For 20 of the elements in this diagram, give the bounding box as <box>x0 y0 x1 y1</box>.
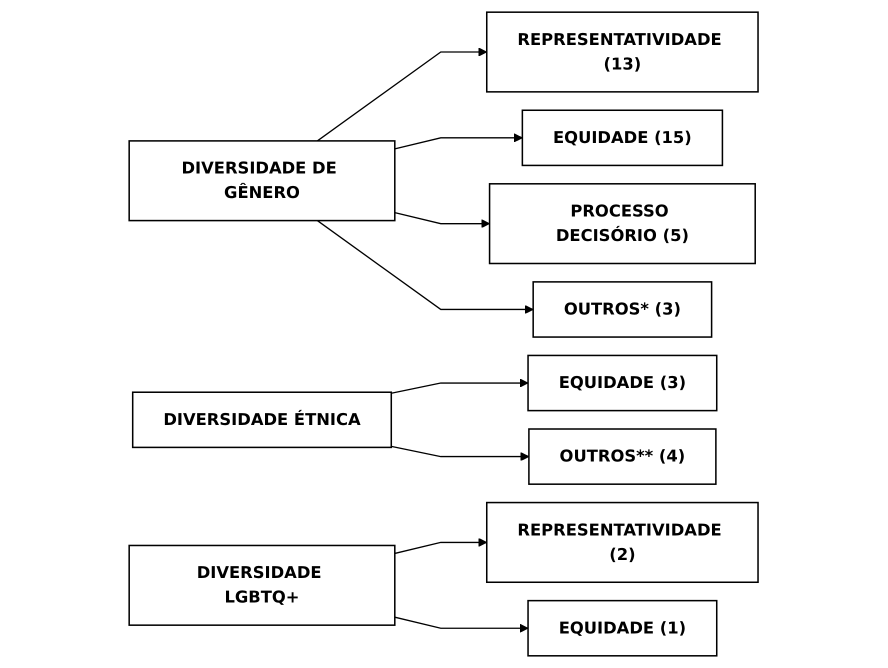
arrow <box>395 616 529 633</box>
node-box <box>489 183 756 264</box>
arrow <box>392 378 529 394</box>
node-box <box>532 281 713 338</box>
node-box <box>486 502 760 584</box>
arrow <box>317 48 488 142</box>
node-box <box>528 428 718 485</box>
arrow <box>395 538 488 554</box>
node-box <box>128 544 396 626</box>
arrow <box>392 446 530 462</box>
arrow <box>395 212 490 228</box>
node-box <box>486 11 760 93</box>
flowchart-drawing: DIVERSIDADE DE GÊNERO REPRESENTATIVIDADE (13) EQUIDADE (15) PROCESSO DECISÓRIO (5) OUTROS* (3) DIVERSIDADE ÉTNICA EQUIDADE (3) OUTROS** (4) DIVERSIDADE LGBTQ+ REPRESENTATIVIDADE (2) EQUIDADE (1) <box>121 4 767 664</box>
arrow <box>395 133 524 150</box>
node-box <box>522 109 724 166</box>
node-box <box>132 391 392 448</box>
node-box <box>128 140 396 222</box>
node-box <box>528 354 718 412</box>
arrow <box>317 220 534 314</box>
node-box <box>528 600 718 657</box>
